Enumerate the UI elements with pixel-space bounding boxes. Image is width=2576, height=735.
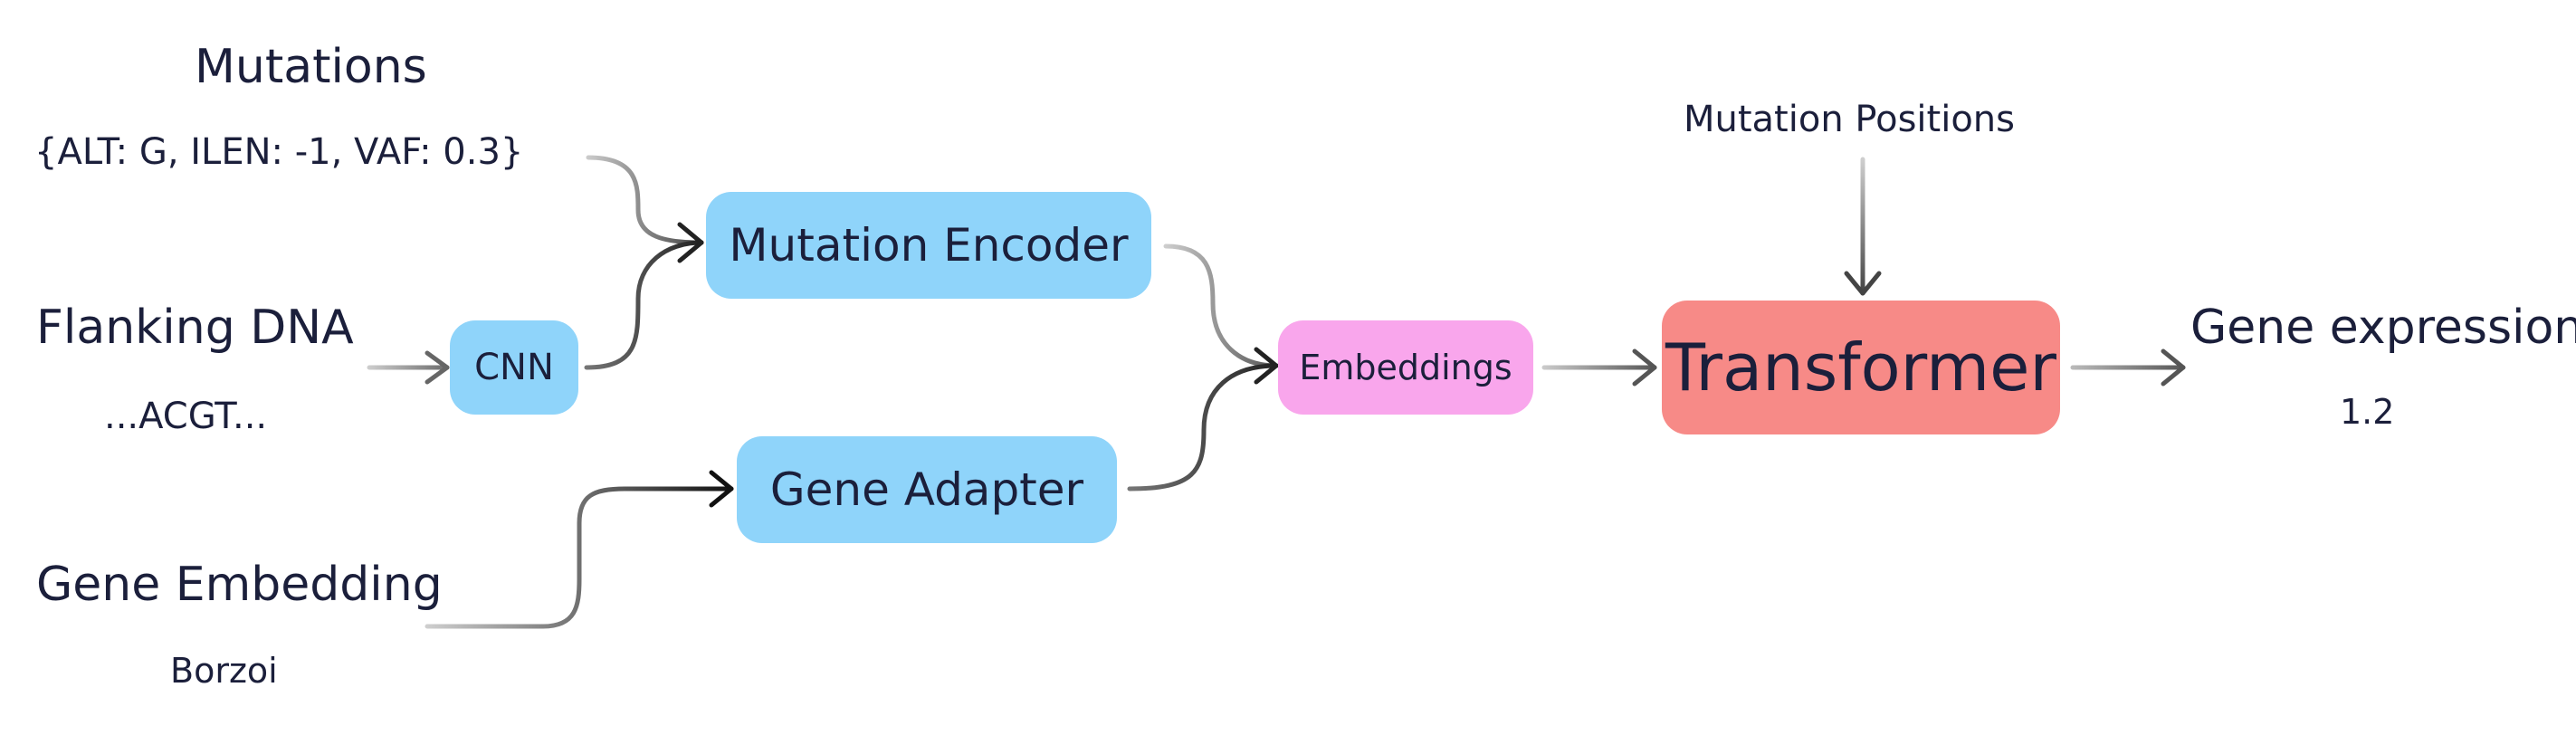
edge-cnn-to-encoder [584,240,704,370]
arrowhead [1632,348,1657,387]
arrowhead [1254,347,1279,385]
edge-mutations-to-encoder [586,155,704,245]
gene-expression-title: Gene expression [2190,301,2576,355]
edge-encoder-to-embeddings [1163,243,1279,368]
cnn-box: CNN [450,320,578,415]
arrowhead [2161,348,2186,387]
arrowhead [677,222,704,263]
edge-adapter-to-embeddings [1127,363,1279,492]
mutation-positions-label: Mutation Positions [1684,99,2015,140]
edge-gene-embedding-to-adapter [425,486,734,629]
transformer-box: Transformer [1662,301,2060,434]
arrowhead [1844,271,1882,296]
gene-expression-value: 1.2 [2340,392,2395,432]
mutations-value: {ALT: G, ILEN: -1, VAF: 0.3} [34,131,524,173]
flanking-dna-value: ...ACGT... [104,396,268,437]
mutations-title: Mutations [195,40,427,94]
flanking-dna-title: Flanking DNA [36,301,354,355]
gene-embedding-title: Gene Embedding [36,558,443,612]
gene-embedding-value: Borzoi [170,651,278,691]
mutation-encoder-box: Mutation Encoder [706,192,1151,299]
arrowhead [709,470,734,508]
gene-adapter-box: Gene Adapter [737,436,1117,543]
arrowhead [425,350,450,385]
embeddings-box: Embeddings [1278,320,1533,415]
